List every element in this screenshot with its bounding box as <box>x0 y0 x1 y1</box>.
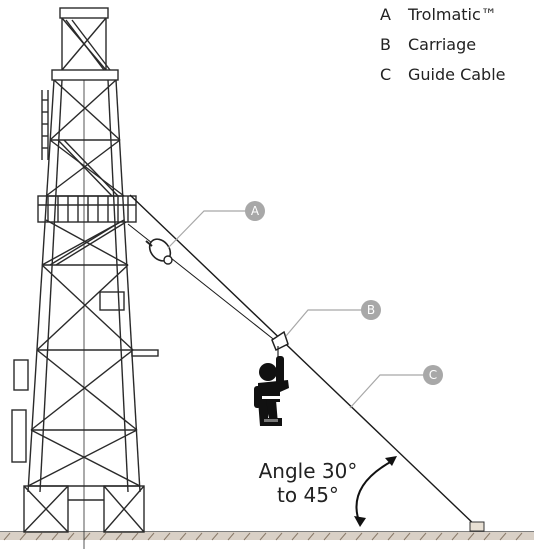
angle-label: Angle 30° to 45° <box>252 459 364 507</box>
legend-key: A <box>380 5 391 24</box>
legend-label: Guide Cable <box>408 65 506 84</box>
callout-c: C <box>423 365 443 385</box>
angle-arc <box>354 456 397 527</box>
legend-key: B <box>380 35 391 54</box>
legend: A Trolmatic™ B Carriage C Guide Cable <box>380 4 506 94</box>
legend-label: Carriage <box>408 35 477 54</box>
trolmatic-device <box>145 238 173 265</box>
callout-b: B <box>361 300 381 320</box>
person-icon <box>254 356 289 426</box>
svg-text:B: B <box>367 303 375 317</box>
angle-label-line1: Angle 30° <box>258 459 358 483</box>
cable-anchor <box>469 521 485 532</box>
legend-item-b: B Carriage <box>380 34 506 64</box>
guide-cable <box>129 194 479 529</box>
svg-text:C: C <box>429 368 437 382</box>
callout-leaders <box>167 210 424 409</box>
ground <box>0 531 534 541</box>
legend-label: Trolmatic™ <box>408 5 497 24</box>
angle-label-line2: to 45° <box>277 483 339 507</box>
legend-item-a: A Trolmatic™ <box>380 4 506 34</box>
derrick-tower <box>11 7 159 549</box>
legend-item-c: C Guide Cable <box>380 64 506 94</box>
callout-a: A <box>245 201 265 221</box>
svg-text:A: A <box>251 204 260 218</box>
legend-key: C <box>380 65 392 84</box>
